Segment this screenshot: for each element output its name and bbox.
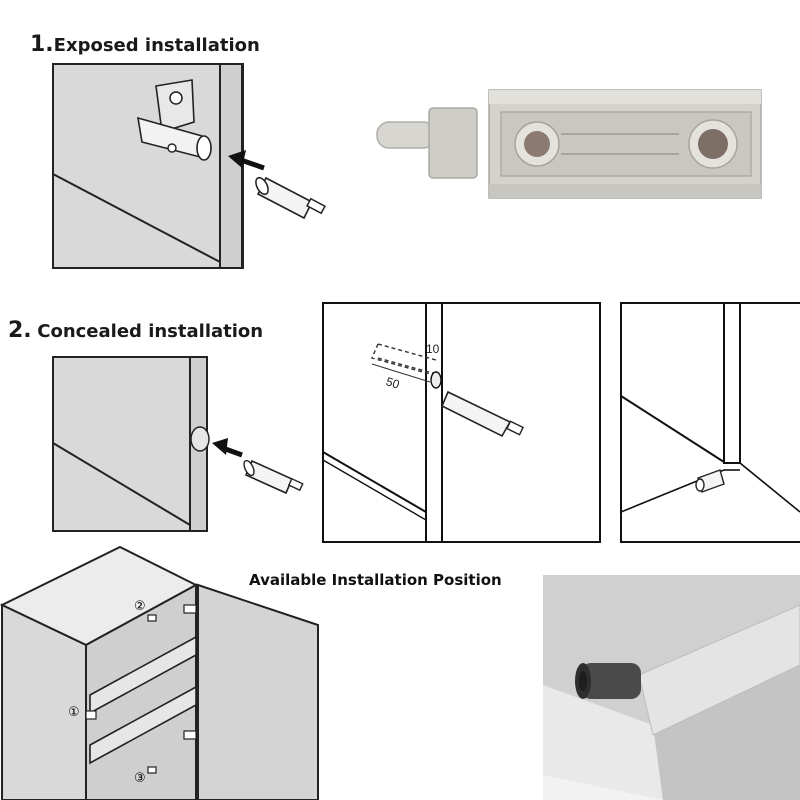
concealed-installation-drawing [52, 355, 322, 535]
position-marker-1: ① [68, 705, 80, 720]
position-marker-3: ③ [134, 771, 146, 786]
installed-damper-photo [543, 575, 800, 800]
damper-cylinder-icon [440, 390, 524, 438]
concealed-installation-heading: 2. Concealed installation [8, 318, 263, 343]
arrow-left-icon [228, 150, 265, 171]
cabinet-positions-drawing: ① ② ③ [0, 545, 325, 800]
damper-product-photo [365, 82, 775, 207]
exposed-bracket-icon [137, 79, 212, 161]
damper-cylinder-icon [243, 459, 304, 495]
damper-cylinder-icon [695, 469, 725, 493]
position-marker-2: ② [134, 599, 146, 614]
damper-plunger-icon [575, 663, 641, 699]
exposed-number: 1. [30, 32, 54, 57]
damper-position-icon [85, 604, 197, 774]
installed-damper-drawing [620, 302, 800, 544]
installation-positions-title: Available Installation Position [249, 571, 502, 589]
damper-cylinder-icon [255, 176, 326, 220]
exposed-title: Exposed installation [53, 35, 260, 56]
exposed-installation-drawing [52, 62, 342, 272]
concealed-number: 2. [8, 318, 32, 343]
exposed-installation-heading: 1.Exposed installation [30, 32, 260, 57]
arrow-left-icon [212, 438, 243, 458]
concealed-title: Concealed installation [37, 321, 264, 342]
bore-depth-label: 10 [426, 342, 440, 356]
bore-dimension-drawing: 10 50 [322, 302, 602, 544]
